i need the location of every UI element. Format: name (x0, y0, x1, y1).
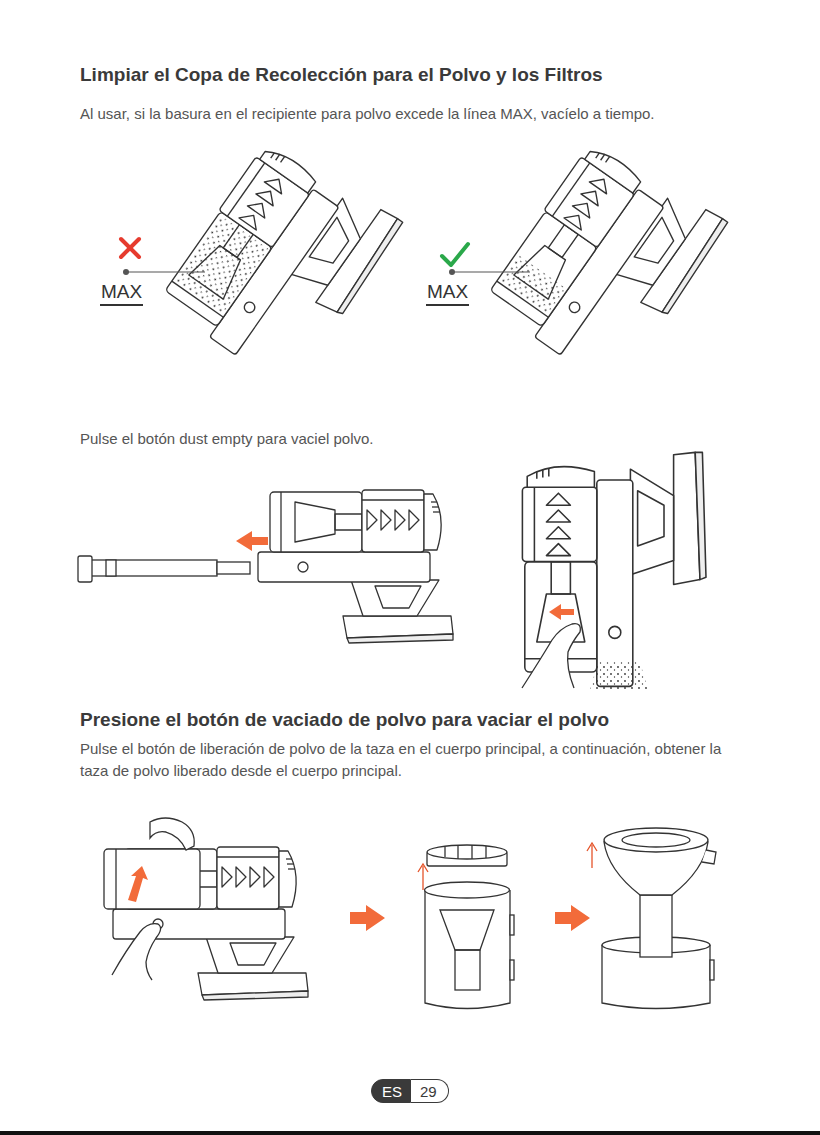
dust-cup-cyclone (640, 895, 672, 957)
tube (106, 560, 116, 576)
dust-cup-filter (425, 845, 515, 1009)
dust-cup-cyclone (604, 828, 708, 852)
dust-cup (104, 849, 200, 909)
lift-arrow (587, 843, 597, 851)
direction-arrow (128, 866, 148, 902)
wrong-mark (121, 239, 139, 257)
language-code: ES (371, 1079, 411, 1103)
direction-arrow (236, 531, 268, 551)
dust-cup-filter (471, 845, 472, 859)
vacuum-overfull (156, 132, 405, 392)
page-edge (0, 1131, 820, 1135)
max-label: MAX (100, 281, 143, 306)
dust-cup-cyclone (622, 833, 690, 847)
dust-cup-filter (455, 950, 480, 990)
wrong-mark (121, 239, 139, 257)
step-arrow (555, 905, 590, 931)
dust-cup-filter (510, 960, 514, 980)
hand (522, 624, 580, 688)
lift-arrow (418, 864, 428, 872)
dust-cup-cyclone (702, 850, 716, 864)
tube (78, 556, 250, 582)
vacuum-side (113, 847, 308, 1000)
illustration-canvas (115, 849, 116, 909)
hand (150, 818, 194, 850)
section-heading: Presione el botón de vaciado de polvo pa… (80, 706, 800, 734)
falling-dust (590, 662, 648, 690)
page-number: 29 (411, 1079, 449, 1103)
dust-cup-filter (510, 915, 514, 935)
dust-cup-cyclone (710, 960, 714, 980)
lift-arrow (591, 845, 592, 868)
dust-fill (176, 216, 269, 314)
dust-cup-filter (425, 882, 510, 898)
dust-cup-cyclone (602, 828, 716, 1009)
page-number-badge: ES29 (371, 1079, 449, 1103)
vacuum-body (113, 847, 308, 1000)
direction-arrow (549, 604, 574, 620)
max-leader (126, 271, 205, 272)
dust-fill (501, 255, 566, 314)
lift-arrow (587, 843, 597, 868)
lift-arrow (422, 866, 423, 890)
max-dot (449, 269, 455, 275)
dust-cup-filter (485, 846, 486, 858)
vacuum-body (156, 132, 405, 392)
lift-arrow (418, 864, 428, 890)
instruction-text: Al usar, si la basura en el recipiente p… (80, 103, 730, 125)
dust-cup-filter (440, 910, 494, 950)
max-leader (452, 271, 530, 272)
max-dot (123, 269, 129, 275)
step-arrow (350, 905, 385, 931)
hand (112, 924, 161, 980)
tube (82, 560, 217, 576)
instruction-text: Pulse el botón dust empty para vaciel po… (80, 428, 780, 450)
dust-cup-filter (457, 845, 458, 859)
vacuum-body (258, 490, 453, 643)
max-label: MAX (426, 281, 469, 306)
correct-mark (442, 244, 468, 265)
vacuum-side (258, 490, 453, 643)
tube (217, 562, 250, 574)
vacuum-body (481, 132, 730, 392)
instruction-text: Pulse el botón de liberación de polvo de… (80, 738, 740, 782)
wrong-mark (121, 239, 139, 257)
dust-cup-filter (444, 847, 445, 857)
dust-cup-filter (425, 890, 510, 1009)
dust-cup-filter (427, 845, 507, 859)
vacuum-correct (481, 132, 730, 392)
section-heading: Limpiar el Copa de Recolección para el P… (80, 61, 800, 89)
tube (78, 556, 92, 582)
